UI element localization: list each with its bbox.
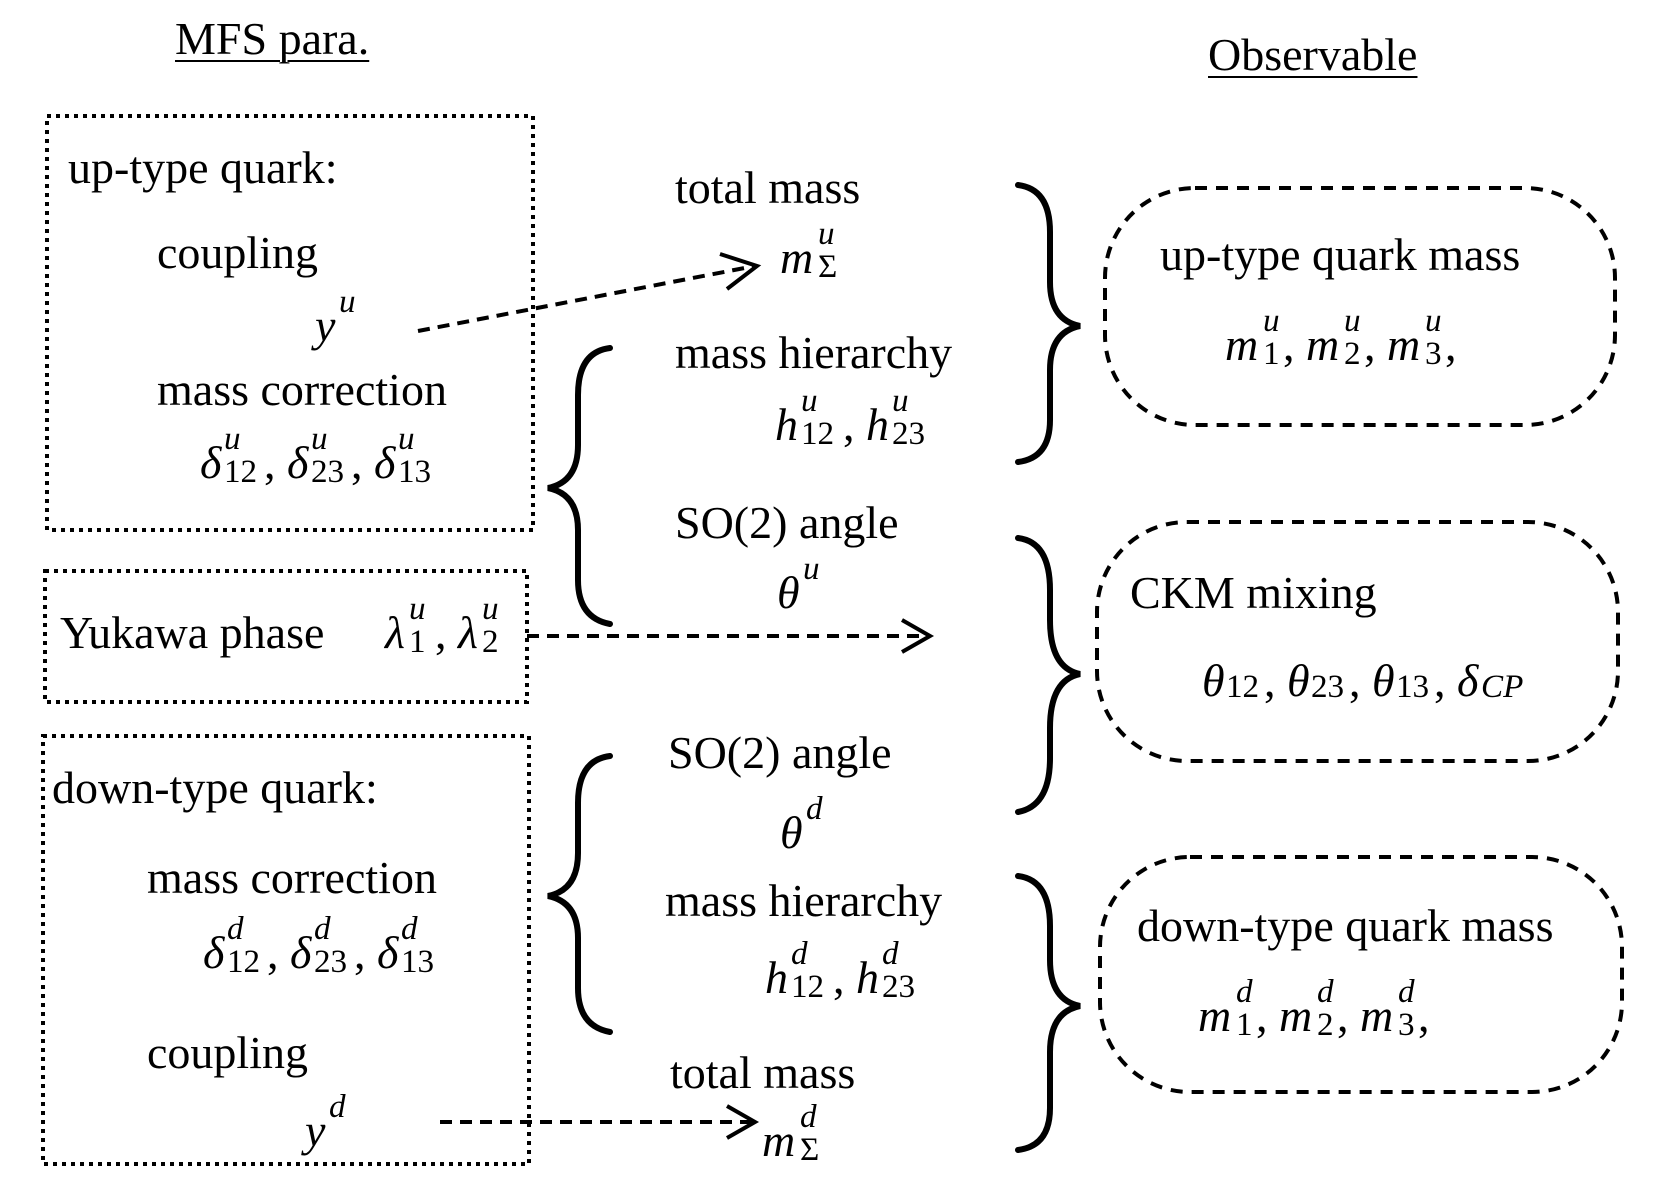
down-mass-hierarchy-label: mass hierarchy: [665, 875, 943, 926]
header-observable: Observable: [1208, 29, 1418, 80]
down-mass-observable-label: down-type quark mass: [1137, 900, 1554, 951]
up-mass-observable-label: up-type quark mass: [1160, 229, 1521, 280]
down-so2-angle-label: SO(2) angle: [668, 727, 892, 778]
brace-down-mass: [1015, 873, 1081, 1153]
brace-up-left: [547, 345, 613, 627]
up-so2-angle-label: SO(2) angle: [675, 497, 899, 548]
down-mass-observable-box: [1098, 855, 1624, 1094]
arrow-down-coupling: [440, 1104, 760, 1140]
up-mass-hierarchy-label: mass hierarchy: [675, 327, 953, 378]
yukawa-phase-label: Yukawa phase: [60, 607, 325, 658]
brace-up-mass: [1015, 182, 1081, 465]
up-total-mass-label: total mass: [675, 162, 861, 213]
header-mfs-parameters: MFS para.: [175, 13, 370, 64]
up-mass-correction-label: mass correction: [157, 364, 447, 415]
down-type-box: [41, 734, 531, 1166]
down-type-title: down-type quark:: [52, 762, 378, 813]
ckm-observable-box: [1095, 520, 1620, 763]
ckm-mixing-label: CKM mixing: [1130, 567, 1377, 618]
arrow-up-coupling: [417, 252, 762, 333]
down-total-mass-label: total mass: [670, 1047, 856, 1098]
down-coupling-label: coupling: [147, 1027, 308, 1078]
brace-ckm: [1015, 535, 1081, 815]
up-type-box: [45, 114, 535, 532]
brace-down-left: [547, 753, 613, 1035]
up-coupling-label: coupling: [157, 227, 318, 278]
arrow-yukawa-phase: [527, 618, 935, 654]
up-type-title: up-type quark:: [68, 142, 338, 193]
down-mass-correction-label: mass correction: [147, 852, 437, 903]
